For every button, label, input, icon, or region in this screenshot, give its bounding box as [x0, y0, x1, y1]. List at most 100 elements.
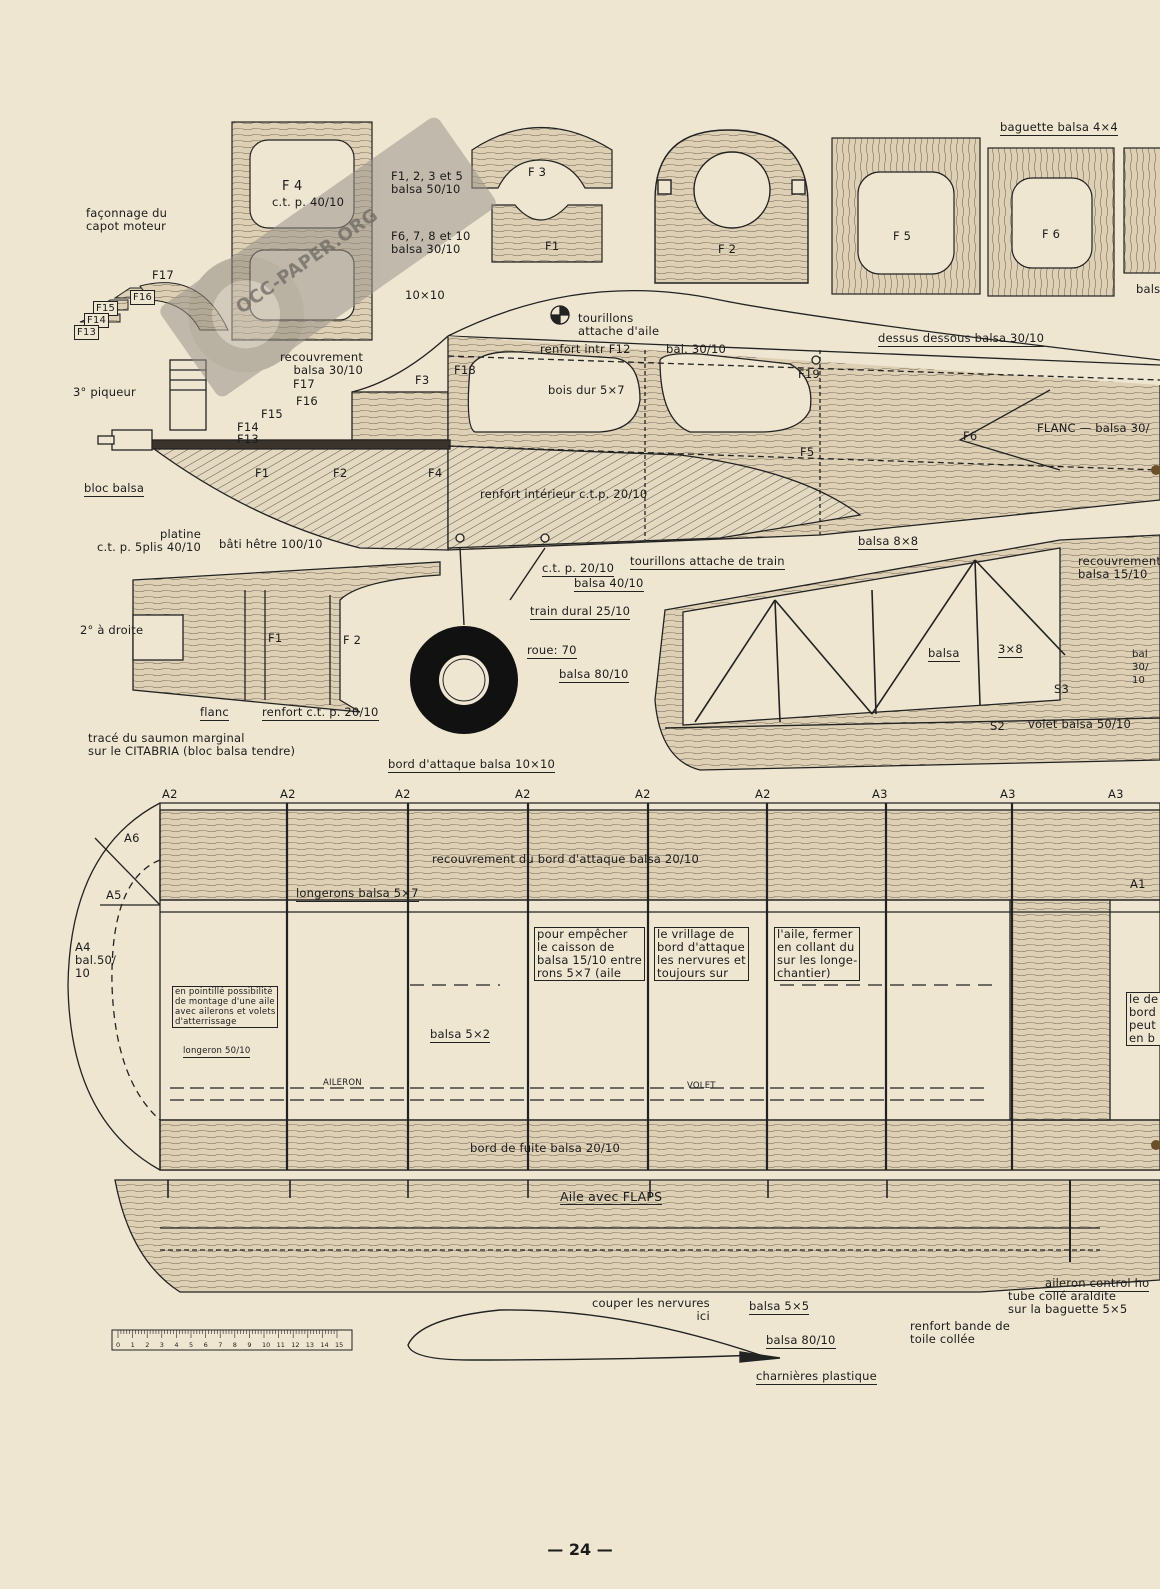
label-a4: A4 bal.50/ 10: [75, 940, 117, 980]
label-f2: F 2: [718, 242, 737, 256]
wheel: [410, 626, 518, 734]
ruler-number: 15: [335, 1341, 343, 1349]
label-f6: F 6: [1042, 227, 1061, 241]
label-tail-recouvrement: recouvrement balsa 15/10: [1078, 554, 1160, 581]
wing-planform: [67, 802, 1160, 1171]
label-renfort-ctp: renfort intérieur c.t.p. 20/10: [480, 487, 648, 501]
label-wing-recouvrement: recouvrement du bord d'attaque balsa 20/…: [432, 852, 700, 866]
rib-label: A3: [1108, 787, 1124, 801]
label-wing-note3: l'aile, fermer en collant du sur les lon…: [774, 927, 861, 981]
label-renfort-ctp2: renfort c.t. p. 20/10: [262, 705, 379, 721]
label-f1: F1: [545, 239, 560, 253]
ruler-number: 11: [277, 1341, 285, 1349]
label-f13-top: F13: [74, 325, 100, 340]
label-f14: F14: [237, 420, 259, 434]
label-f6-side: F6: [963, 429, 978, 443]
ruler-number: 13: [306, 1341, 314, 1349]
label-tube: tube collé araldite sur la baguette 5×5: [1008, 1289, 1128, 1316]
label-flanc: FLANC — balsa 30/: [1037, 421, 1150, 435]
label-aileron: AILERON: [323, 1078, 362, 1088]
label-platine: platine c.t. p. 5plis 40/10: [97, 527, 202, 554]
label-volet: VOLET: [687, 1081, 716, 1091]
label-f13: F13: [237, 432, 259, 446]
former-f6: [987, 147, 1160, 297]
ruler-number: 3: [160, 1341, 164, 1349]
former-f2: [654, 129, 809, 284]
label-f17: F17: [293, 377, 315, 391]
label-flaps-title: Aile avec FLAPS: [560, 1189, 663, 1205]
label-wing-note1: pour empêcher le caisson de balsa 15/10 …: [534, 927, 645, 981]
label-f17-top: F17: [152, 268, 174, 282]
label-f4-material: c.t. p. 40/10: [272, 195, 345, 209]
ruler-number: 1: [131, 1341, 135, 1349]
label-tail-bal30: bal 30/ 10: [1132, 649, 1149, 686]
label-baguette: baguette balsa 4×4: [1000, 120, 1118, 136]
label-f18: F18: [454, 363, 476, 377]
rib-label: A2: [395, 787, 411, 801]
label-dessus-dessous: dessus dessous balsa 30/10: [878, 331, 1045, 347]
binding-marks: [1151, 465, 1160, 1150]
label-bal30: bal. 30/10: [666, 342, 726, 356]
label-tourillons-train: tourillons attache de train: [630, 554, 785, 570]
landing-gear: [459, 547, 546, 626]
rib-label: A2: [635, 787, 651, 801]
ruler-number: 7: [218, 1341, 222, 1349]
label-droite: 2° à droite: [80, 623, 144, 637]
label-tail-3x8: 3×8: [998, 642, 1023, 658]
ruler-number: 8: [233, 1341, 237, 1349]
label-saumon: tracé du saumon marginal sur le CITABRIA…: [88, 731, 296, 758]
label-f1235: F1, 2, 3 et 5 balsa 50/10: [391, 169, 463, 196]
label-faconnage: façonnage du capot moteur: [86, 206, 168, 233]
ruler-number: 5: [189, 1341, 193, 1349]
former-f3: [471, 127, 613, 263]
label-bloc-balsa: bloc balsa: [84, 481, 145, 497]
label-a6: A6: [124, 831, 140, 845]
label-ctp2010: c.t. p. 20/10: [542, 561, 615, 577]
label-train: train dural 25/10: [530, 604, 631, 620]
label-charnieres: charnières plastique: [756, 1369, 877, 1385]
ruler-number: 10: [262, 1341, 270, 1349]
label-balsa8010: balsa 80/10: [559, 667, 629, 683]
label-recouvrement: recouvrement balsa 30/10: [280, 350, 364, 377]
label-bord-attaque: bord d'attaque balsa 10×10: [388, 757, 556, 773]
rib-label: A3: [872, 787, 888, 801]
wing-side-strip: [114, 1179, 1160, 1293]
label-f16: F16: [296, 394, 318, 408]
label-f2-top: F 2: [343, 633, 362, 647]
label-f5: F 5: [893, 229, 912, 243]
fuselage-side: [97, 290, 1160, 551]
label-roue: roue: 70: [527, 643, 577, 659]
label-balsa4010: balsa 40/10: [574, 576, 644, 592]
label-balsa-edge: bals: [1136, 282, 1160, 296]
label-wing-balsa8010: balsa 80/10: [766, 1333, 836, 1349]
label-longeron5010: longeron 50/10: [183, 1046, 251, 1058]
label-f4-side: F4: [428, 466, 443, 480]
label-balsa5x2: balsa 5×2: [430, 1027, 491, 1043]
label-f16-top: F16: [130, 290, 156, 305]
label-f4: F 4: [282, 179, 303, 194]
ruler-number: 14: [320, 1341, 328, 1349]
label-f19: F19: [798, 367, 820, 381]
label-f3-side: F3: [415, 373, 430, 387]
label-bati: bâti hêtre 100/10: [219, 537, 323, 551]
rib-label: A2: [515, 787, 531, 801]
rib-label: A2: [162, 787, 178, 801]
label-pointille: en pointillé possibilité de montage d'un…: [172, 986, 279, 1028]
label-balsa8x8: balsa 8×8: [858, 534, 919, 550]
label-renfort-bande: renfort bande de toile collée: [910, 1319, 1011, 1346]
ruler-number: 9: [247, 1341, 251, 1349]
label-f5-side: F5: [800, 445, 815, 459]
label-tail-s2: S2: [990, 719, 1006, 733]
label-tourillons-aile: tourillons attache d'aile: [578, 311, 660, 338]
rib-label: A2: [755, 787, 771, 801]
label-wing-note2: le vrillage de bord d'attaque les nervur…: [654, 927, 749, 981]
label-f1-side: F1: [255, 466, 270, 480]
rib-label: A2: [280, 787, 296, 801]
label-f2-side: F2: [333, 466, 348, 480]
label-tail-s3: S3: [1054, 682, 1070, 696]
page-number: — 24 —: [547, 1540, 613, 1559]
label-f67810: F6, 7, 8 et 10 balsa 30/10: [391, 229, 471, 256]
label-10x10: 10×10: [405, 288, 445, 302]
